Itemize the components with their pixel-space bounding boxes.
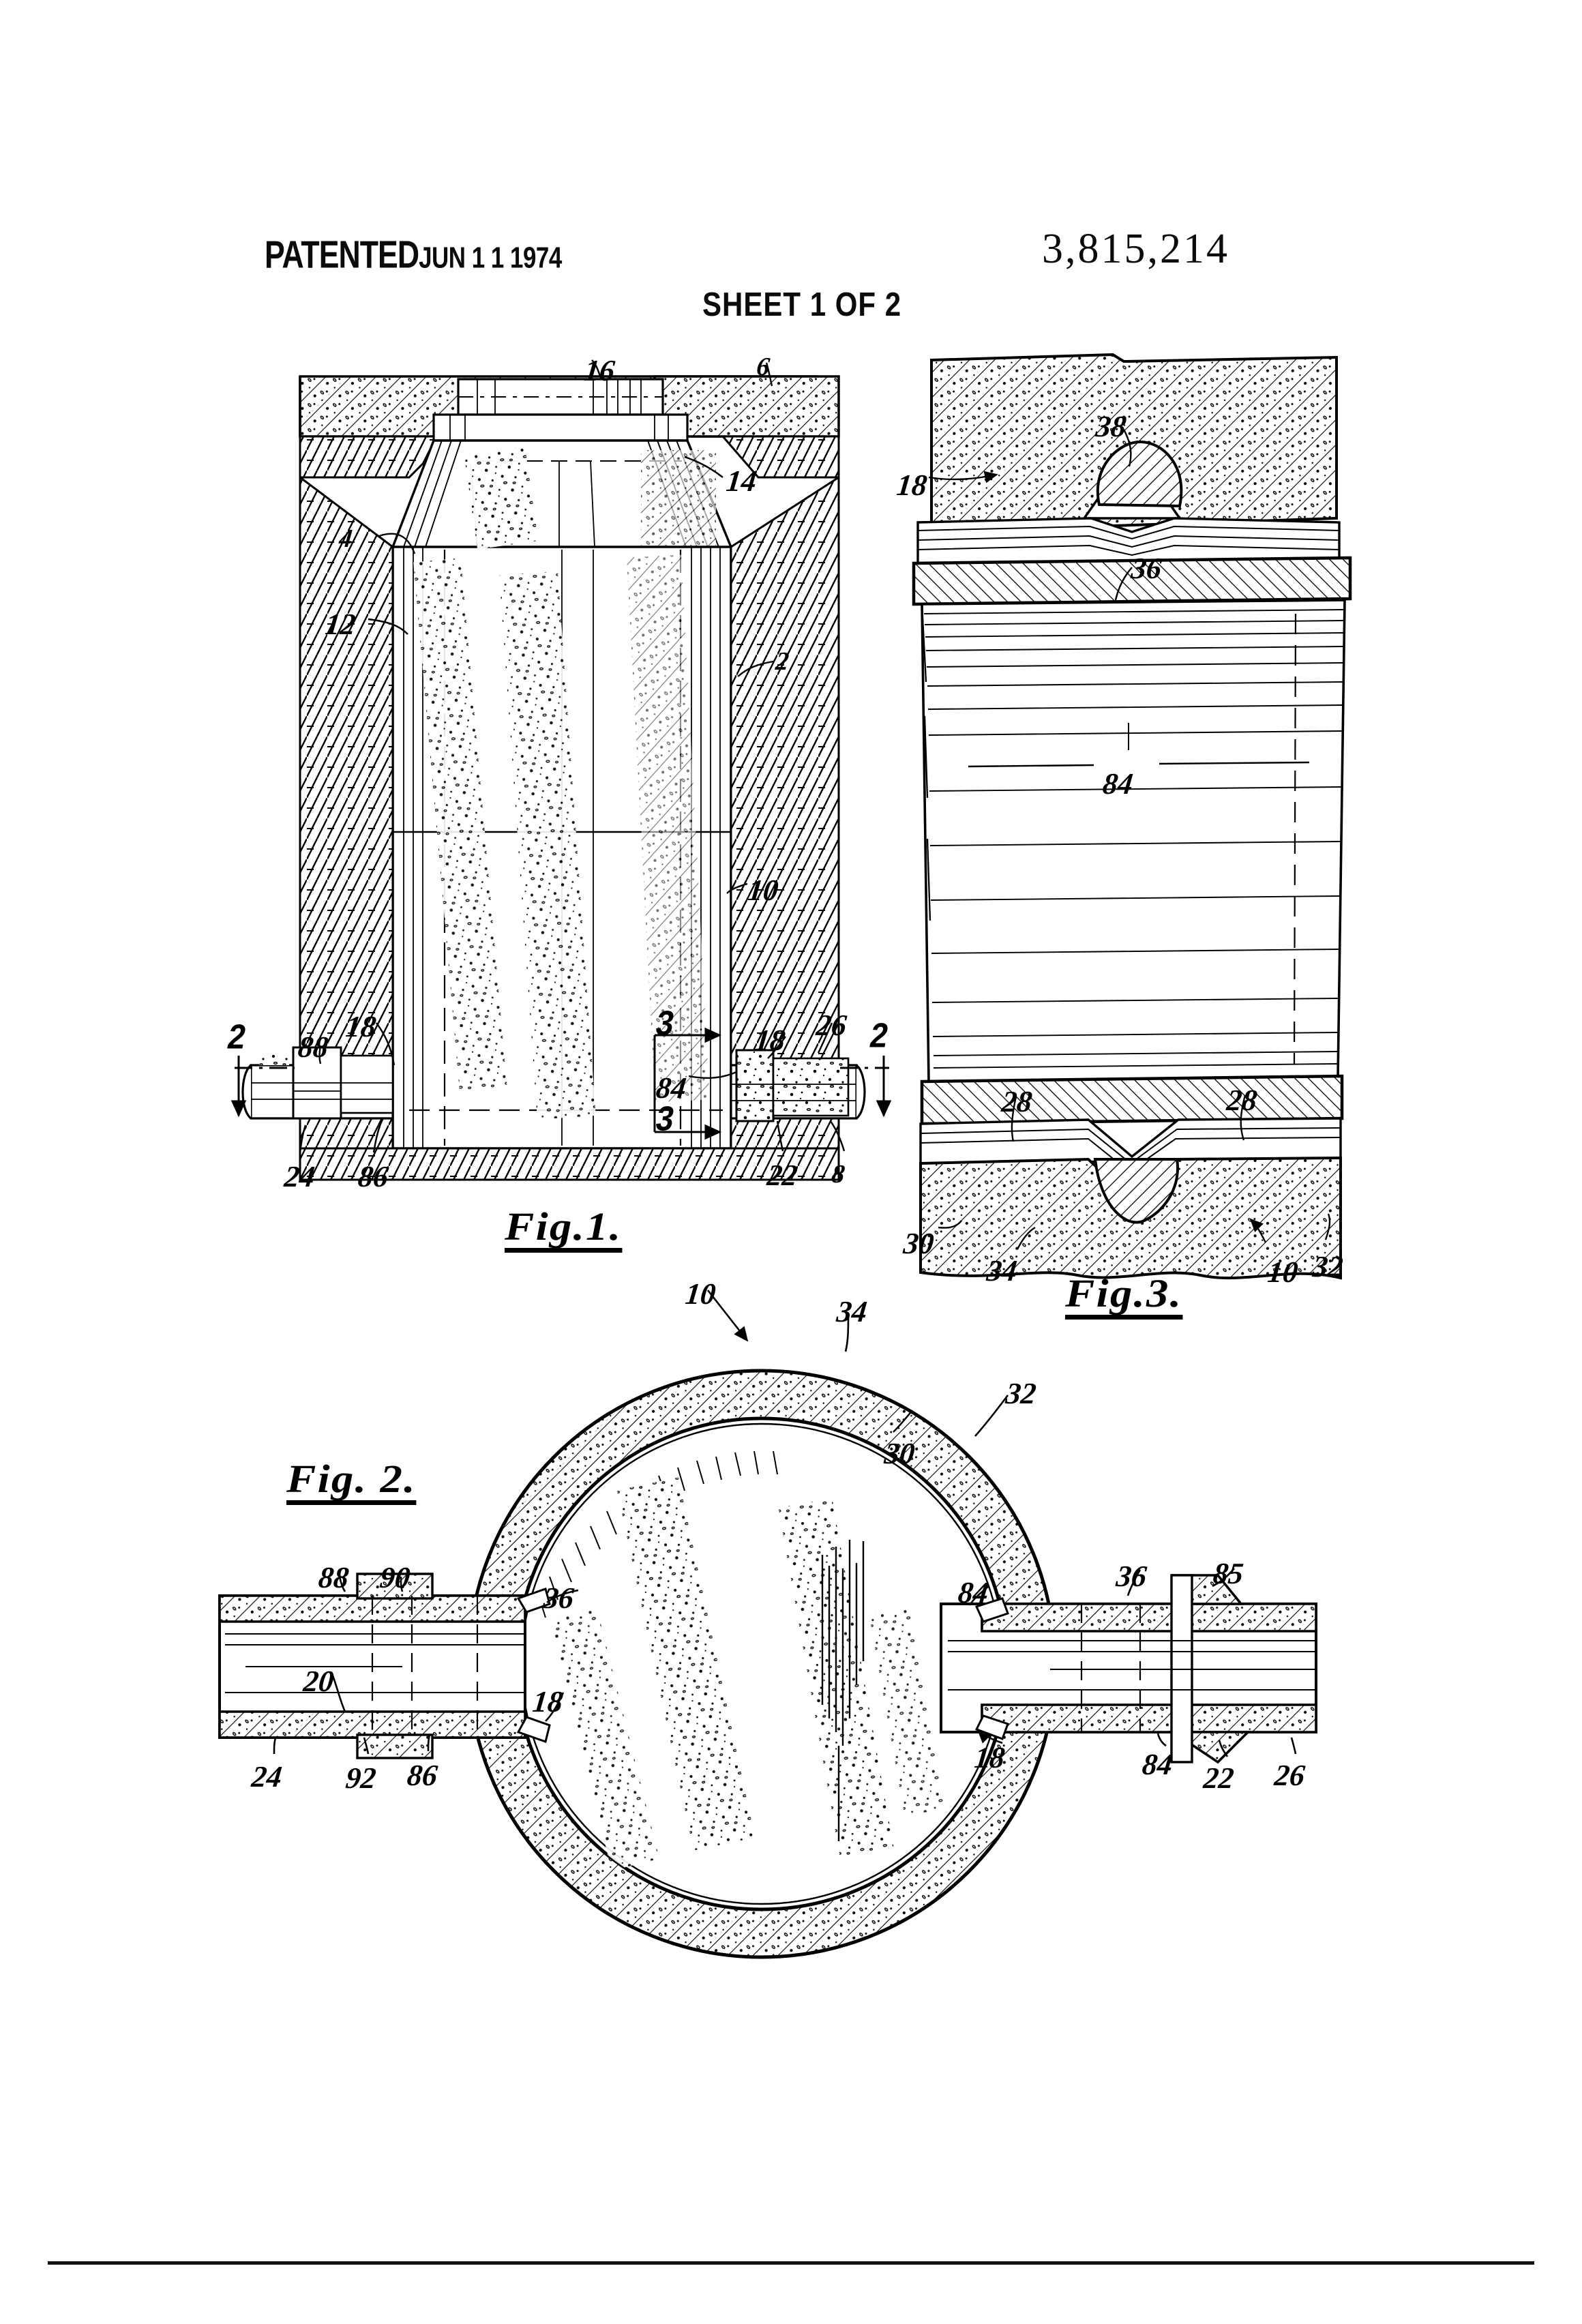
reference-numeral: 34 [835, 1295, 869, 1328]
reference-numeral: 10 [1266, 1255, 1300, 1289]
page-bottom-rule [48, 2261, 1534, 2265]
figure-2-caption: Fig. 2. [286, 1459, 417, 1505]
figure-2-artwork [218, 1290, 1317, 1959]
figure-1-artwork [230, 359, 892, 1181]
reference-numeral: 18 [972, 1741, 1006, 1774]
reference-numeral: 36 [1114, 1560, 1148, 1593]
figure-1-caption: Fig.1. [505, 1207, 623, 1253]
reference-numeral: 85 [1211, 1557, 1245, 1590]
reference-numeral: 28 [1000, 1085, 1034, 1118]
reference-numeral: 86 [405, 1759, 439, 1792]
reference-numeral: 28 [1225, 1084, 1259, 1117]
reference-numeral: 16 [582, 354, 616, 387]
reference-numeral: 88 [316, 1561, 350, 1594]
reference-numeral: 88 [296, 1030, 330, 1064]
reference-numeral: 32 [1311, 1250, 1345, 1283]
reference-numeral: 30 [882, 1437, 916, 1470]
reference-numeral: 92 [344, 1761, 378, 1795]
reference-numeral: 90 [378, 1561, 412, 1594]
reference-numeral: 18 [895, 468, 929, 502]
reference-numeral: 26 [814, 1009, 848, 1042]
reference-numeral: 38 [1094, 410, 1128, 443]
reference-numeral: 10 [746, 874, 780, 907]
reference-numeral: 36 [541, 1581, 576, 1615]
reference-numeral: 30 [901, 1227, 936, 1260]
reference-numeral: 36 [1129, 552, 1163, 585]
reference-numeral: 18 [753, 1024, 787, 1057]
reference-numeral: 22 [1202, 1761, 1236, 1795]
reference-numeral: 14 [724, 464, 758, 498]
reference-numeral: 20 [301, 1665, 335, 1698]
reference-numeral: 84 [956, 1576, 990, 1609]
patent-grant-date-line: PATENTEDJUN 1 1 1974 [265, 232, 562, 277]
reference-numeral: 86 [356, 1160, 390, 1193]
reference-numeral: 24 [282, 1160, 316, 1193]
sheet-number-label: SHEET 1 OF 2 [702, 285, 902, 323]
reference-numeral: 34 [985, 1254, 1019, 1287]
patent-grant-date: JUN 1 1 1974 [419, 240, 562, 275]
reference-numeral: 84 [1101, 767, 1135, 801]
figure-3-artwork [912, 353, 1352, 1280]
reference-numeral: 32 [1004, 1377, 1038, 1410]
reference-numeral: 22 [765, 1159, 799, 1192]
reference-numeral: 18 [344, 1010, 378, 1043]
reference-numeral: 12 [323, 608, 357, 641]
reference-numeral: 10 [683, 1277, 717, 1311]
reference-numeral: 84 [1140, 1748, 1174, 1781]
figure-3-caption: Fig.3. [1065, 1274, 1183, 1320]
reference-numeral: 24 [250, 1760, 284, 1793]
patented-label: PATENTED [265, 233, 419, 276]
patent-number: 3,815,214 [1042, 226, 1229, 272]
reference-numeral: 18 [531, 1685, 565, 1718]
reference-numeral: 26 [1272, 1759, 1307, 1792]
